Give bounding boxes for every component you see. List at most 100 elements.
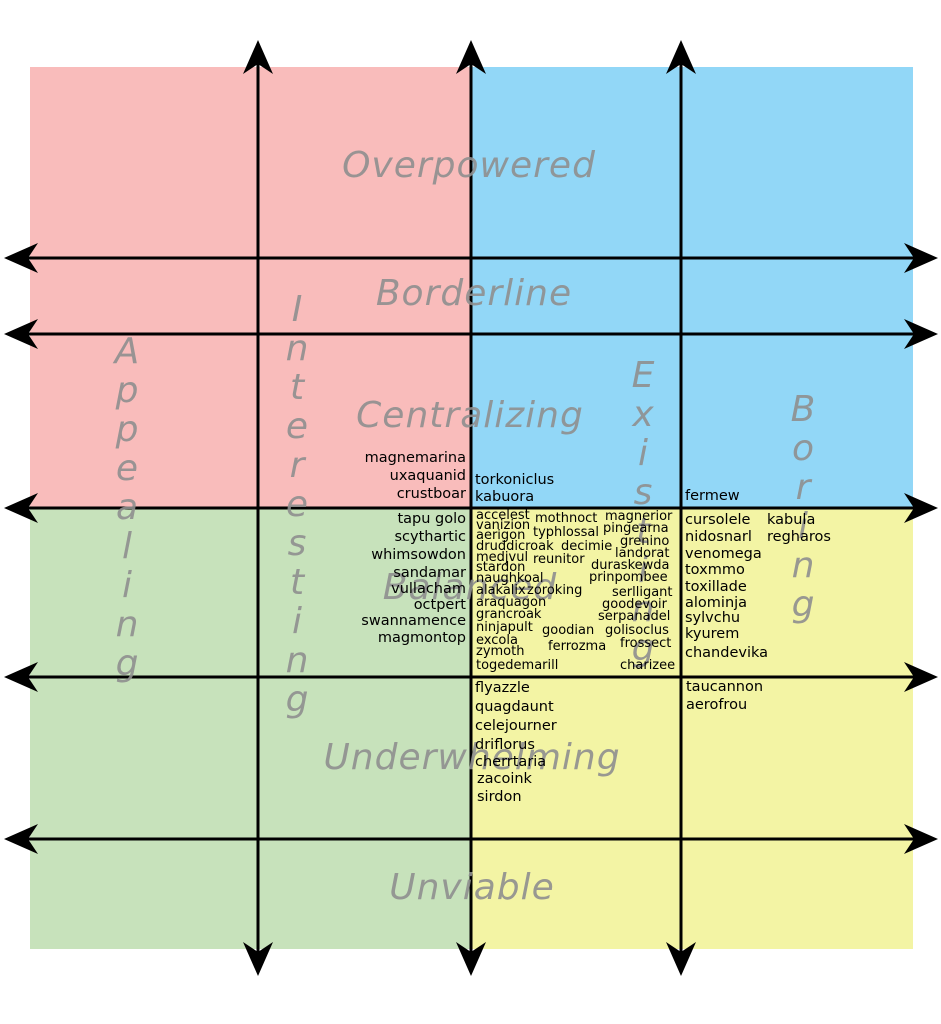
entry-label: kabula (767, 512, 816, 528)
entry-label: cherrtaria (475, 754, 547, 770)
row-label-centralizing: Centralizing (356, 395, 584, 436)
entry-label: druddicroak (476, 539, 554, 554)
entry-label: grenino (620, 534, 670, 549)
entry-label: decimie (561, 539, 613, 554)
arrow-left-icon (4, 319, 38, 349)
entry-label: kyurem (685, 626, 740, 642)
row-label-overpowered: Overpowered (342, 145, 596, 186)
arrow-up-icon (666, 40, 696, 74)
entry-label: naughkoal (476, 571, 544, 586)
entry-label: stardon (476, 560, 526, 575)
entry-label: typhlossal (533, 525, 599, 540)
entry-label: magnemarina (364, 450, 466, 466)
entry-label: accelest (476, 508, 530, 523)
entry-label: sylvchu (685, 610, 741, 626)
entry-label: medjvul (476, 550, 529, 565)
arrow-up-icon (243, 40, 273, 74)
row-label-borderline: Borderline (375, 273, 573, 314)
entry-label: frossect (620, 636, 672, 651)
entry-label: prinpombee (589, 570, 668, 585)
entry-label: magmontop (377, 630, 466, 646)
entry-label: pingearna (603, 521, 669, 536)
entry-label: magnerior (605, 509, 673, 524)
entry-label: vanizion (476, 518, 531, 533)
quadrant-top-right (471, 67, 913, 508)
entry-label: venomega (685, 546, 762, 562)
arrow-down-icon (456, 942, 486, 976)
quadrant-bottom-left (30, 508, 471, 949)
entry-label: golisoclus (605, 623, 669, 638)
entry-label: alakalix (476, 583, 526, 598)
entry-label: araquagon (476, 595, 547, 610)
entry-label: octpert (413, 597, 466, 613)
entry-label: zoroking (527, 583, 583, 598)
entry-label: charizee (620, 658, 676, 673)
entry-label: grancroak (476, 607, 542, 622)
arrow-right-icon (904, 493, 938, 523)
entry-label: goodian (542, 623, 595, 638)
arrow-left-icon (4, 824, 38, 854)
entry-label: serlligant (612, 585, 673, 600)
entry-label: cursolele (685, 512, 751, 528)
entry-label: celejourner (475, 718, 557, 734)
entry-label: ninjapult (476, 620, 533, 635)
entry-label: nidosnarl (685, 529, 752, 545)
arrow-left-icon (4, 493, 38, 523)
entry-label: aerigon (476, 528, 526, 543)
entry-label: ferrozma (548, 639, 607, 654)
entry-label: chandevika (685, 645, 768, 661)
entry-label: flyazzle (475, 680, 530, 696)
arrow-right-icon (904, 319, 938, 349)
entry-label: reunitor (533, 552, 585, 567)
entry-label: fermew (685, 488, 740, 504)
row-label-unviable: Unviable (389, 867, 555, 908)
entry-label: serpanadel (598, 609, 671, 624)
entry-label: whimsowdon (371, 547, 466, 563)
entry-label: taucannon (686, 679, 764, 695)
entry-label: scythartic (394, 529, 466, 545)
arrow-left-icon (4, 243, 38, 273)
arrow-right-icon (904, 662, 938, 692)
entry-label: torkoniclus (475, 472, 555, 488)
row-label-balanced: Balanced (382, 567, 558, 608)
entry-label: goodevoir (602, 597, 668, 612)
arrow-down-icon (666, 942, 696, 976)
entry-label: swannamence (361, 613, 466, 629)
entry-label: vullacham (391, 581, 466, 597)
entry-label: tapu golo (397, 511, 466, 527)
arrow-down-icon (243, 942, 273, 976)
entry-label: duraskewda (591, 558, 670, 573)
entry-label: quagdaunt (475, 699, 554, 715)
entry-label: mothnoct (535, 511, 598, 526)
entry-label: zymoth (476, 644, 525, 659)
entry-label: togedemarill (476, 658, 559, 673)
arrow-left-icon (4, 662, 38, 692)
arrow-right-icon (904, 824, 938, 854)
entry-label: crustboar (396, 486, 466, 502)
arrow-right-icon (904, 243, 938, 273)
axis-lines (4, 40, 938, 976)
entry-label: regharos (767, 529, 831, 545)
arrow-up-icon (456, 40, 486, 74)
entry-label: sandamar (393, 565, 466, 581)
entry-label: uxaquanid (389, 468, 466, 484)
entry-label: toxmmo (685, 562, 745, 578)
entry-label: kabuora (475, 489, 535, 505)
quadrant-top-left (30, 67, 471, 508)
row-label-underwhelming: Underwhelming (323, 737, 621, 778)
entry-label: toxillade (685, 579, 747, 595)
entry-label: excola (476, 633, 518, 648)
entry-label: driflorus (475, 737, 535, 753)
entry-label: landorat (615, 546, 670, 561)
entry-label: alominja (685, 595, 748, 611)
entry-label: zacoink (477, 771, 532, 787)
entry-label: sirdon (477, 789, 522, 805)
quadrant-bottom-right (471, 508, 913, 949)
entry-label: aerofrou (686, 697, 748, 713)
